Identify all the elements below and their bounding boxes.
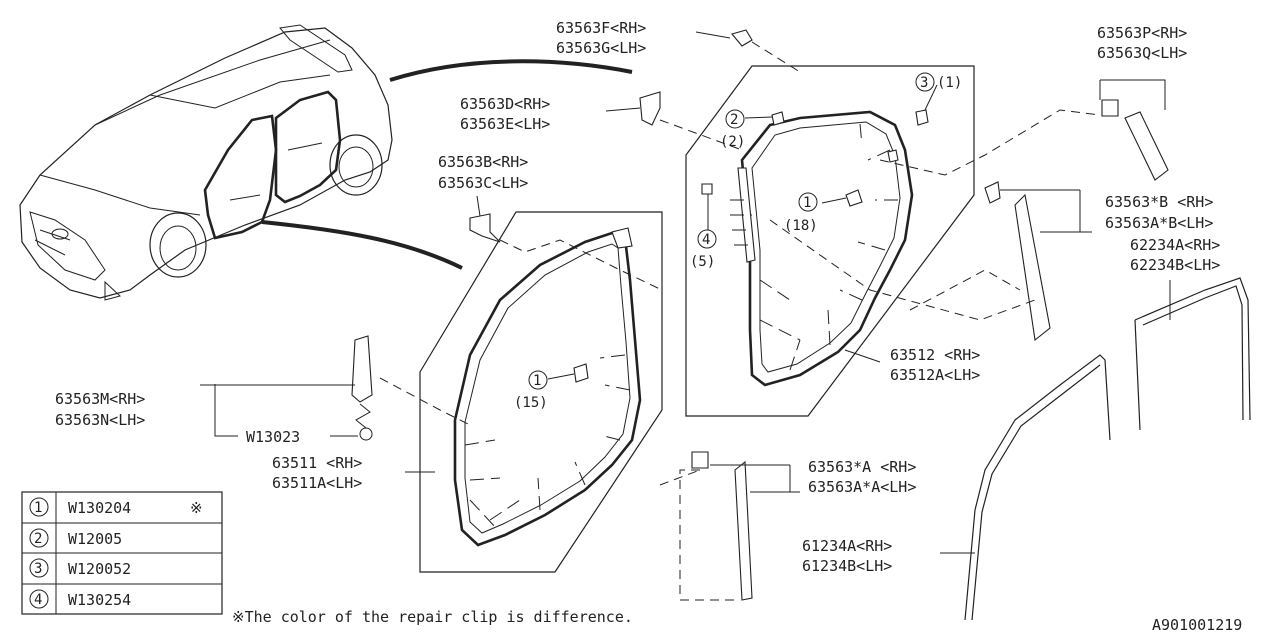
callout-2-number: 2 <box>730 112 738 128</box>
label-63563E: 63563E<LH> <box>460 115 550 133</box>
repair-clip-note: ※The color of the repair clip is differe… <box>232 608 633 626</box>
label-63563C: 63563C<LH> <box>438 174 528 192</box>
callout-1-front-circle <box>528 370 548 390</box>
label-63563B: 63563B<RH> <box>438 153 528 171</box>
callout-4-circle <box>697 229 717 249</box>
rear-door-box <box>685 65 975 417</box>
legend-3-number: 3 <box>34 561 42 577</box>
callout-3-number: 3 <box>920 75 928 91</box>
label-63563M: 63563M<RH> <box>55 390 145 408</box>
label-63563F: 63563F<RH> <box>556 19 646 37</box>
label-63511: 63511 <RH> <box>272 454 362 472</box>
dashed-guides <box>379 41 1101 601</box>
legend-1-circle <box>29 497 49 517</box>
callout-1-rear-number: 1 <box>803 195 811 211</box>
label-63563G: 63563G<LH> <box>556 39 646 57</box>
legend-4-number: 4 <box>34 592 42 608</box>
label-63563A-star-B: 63563A*B<LH> <box>1105 214 1213 232</box>
label-62234A: 62234A<RH> <box>1130 236 1220 254</box>
legend-2-number: 2 <box>34 531 42 547</box>
label-63563-star-B: 63563*B <RH> <box>1105 193 1213 211</box>
legend-2-part: W12005 <box>68 530 122 548</box>
label-63563Q: 63563Q<LH> <box>1097 44 1187 62</box>
legend-table: 1 W130204 ※ 2 W12005 3 W120052 4 W130254 <box>21 491 223 615</box>
legend-1-number: 1 <box>34 500 42 516</box>
label-61234B: 61234B<LH> <box>802 557 892 575</box>
legend-4-part: W130254 <box>68 591 131 609</box>
label-63563N: 63563N<LH> <box>55 411 145 429</box>
callout-2-qty: (2) <box>720 134 745 150</box>
legend-3-part: W120052 <box>68 560 131 578</box>
diagram-code: A901001219 <box>1152 616 1242 634</box>
front-door-weatherstrip <box>453 227 642 547</box>
legend-3-circle <box>29 558 49 578</box>
callout-2-circle <box>725 109 745 129</box>
clip-parts <box>351 29 1169 601</box>
car-illustration <box>19 24 633 301</box>
callout-4-number: 4 <box>702 232 710 248</box>
callout-3-circle <box>915 72 935 92</box>
legend-2-circle <box>29 528 49 548</box>
callouts: 3 (1) 2 (2) 1 (18) 4 (5) 1 (15) <box>514 72 962 411</box>
label-63511A: 63511A<LH> <box>272 474 362 492</box>
label-63563P: 63563P<RH> <box>1097 24 1187 42</box>
legend-4-circle <box>29 589 49 609</box>
run-channels <box>964 277 1251 621</box>
leader-lines <box>200 31 1171 554</box>
rear-door-weatherstrip <box>730 110 914 387</box>
callout-4-qty: (5) <box>690 254 715 270</box>
label-63512: 63512 <RH> <box>890 346 980 364</box>
label-63563A-star-A: 63563A*A<LH> <box>808 478 916 496</box>
label-63512A: 63512A<LH> <box>890 366 980 384</box>
label-63563D: 63563D<RH> <box>460 95 550 113</box>
callout-1-front-qty: (15) <box>514 395 548 411</box>
label-61234A: 61234A<RH> <box>802 537 892 555</box>
label-W13023: W13023 <box>246 428 300 446</box>
callout-1-rear-qty: (18) <box>784 218 818 234</box>
callout-1-rear-circle <box>798 192 818 212</box>
callout-1-front-number: 1 <box>533 373 541 389</box>
legend-1-part: W130204 <box>68 499 131 517</box>
label-63563-star-A: 63563*A <RH> <box>808 458 916 476</box>
part-labels: 63563F<RH> 63563G<LH> 63563P<RH> 63563Q<… <box>55 19 1220 575</box>
callout-3-qty: (1) <box>937 75 962 91</box>
legend-1-mark: ※ <box>190 499 203 517</box>
label-62234B: 62234B<LH> <box>1130 256 1220 274</box>
front-door-box <box>419 211 663 573</box>
